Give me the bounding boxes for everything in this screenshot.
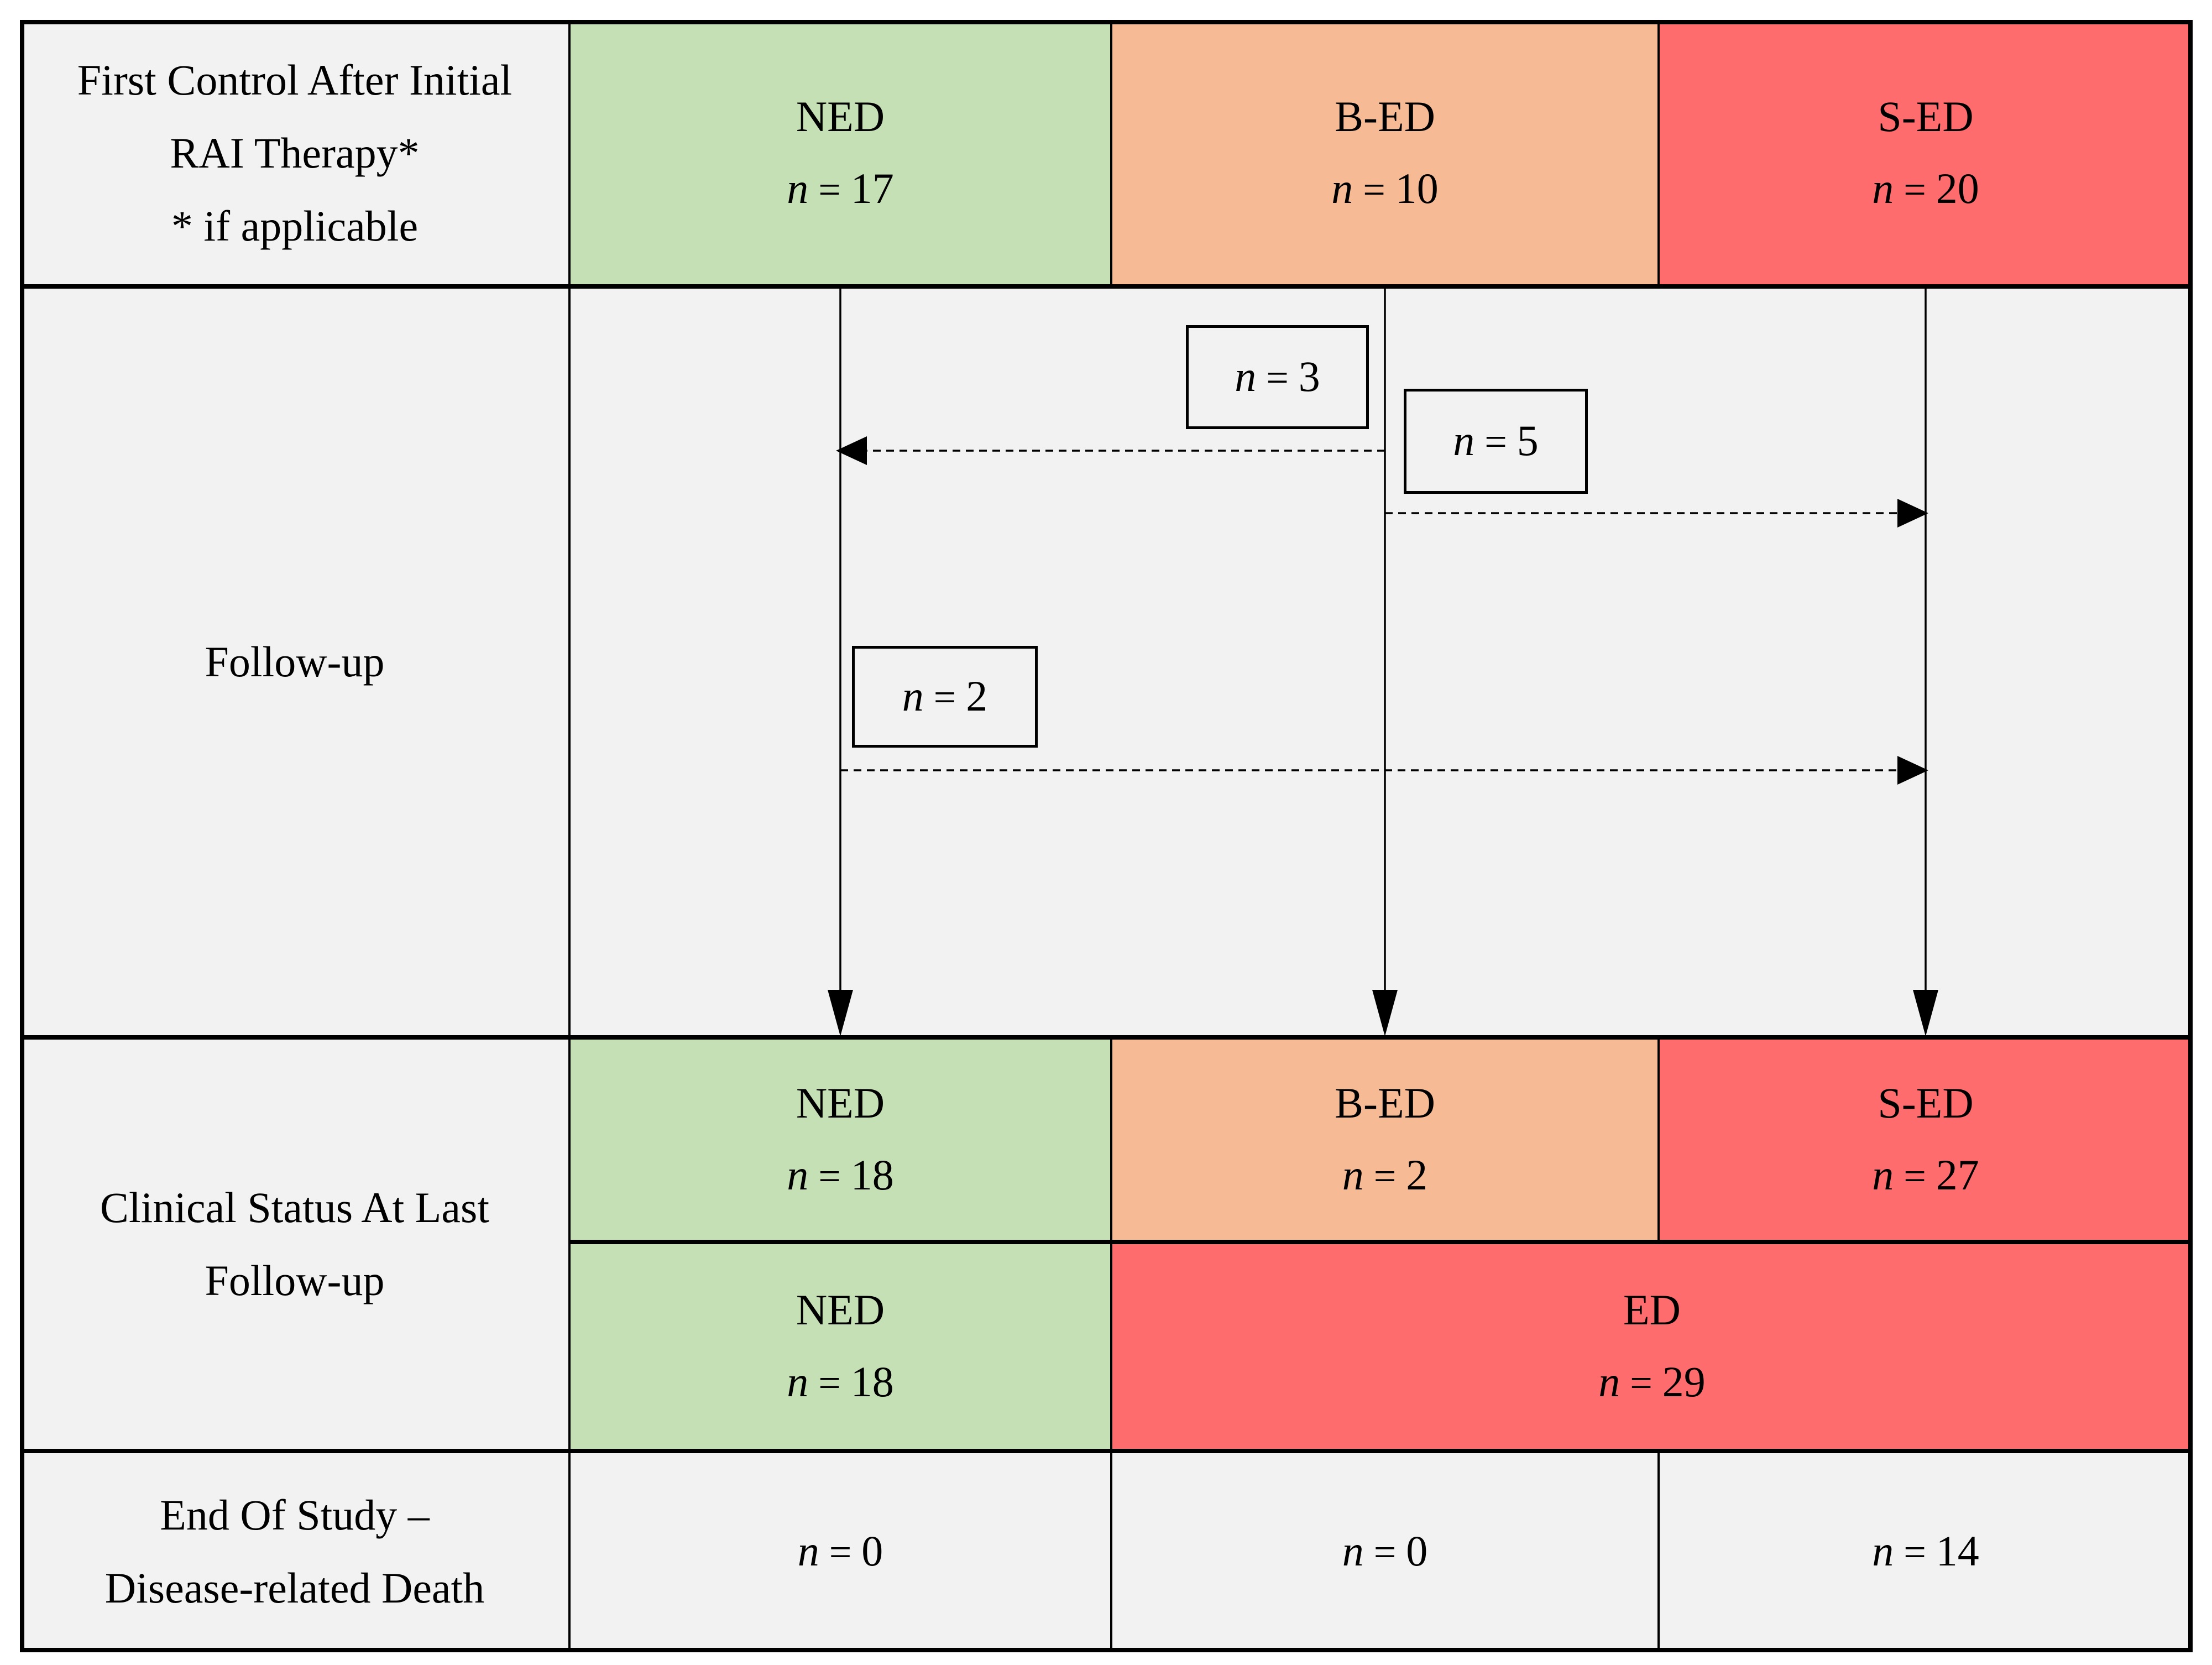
cell-title: NED <box>796 92 885 140</box>
cell-title: ED <box>1623 1286 1681 1334</box>
label-line: Follow-up <box>205 1256 385 1304</box>
cell-count: n=20 <box>1872 164 1979 212</box>
label-first-control: First Control After Initial RAI Therapy*… <box>20 20 569 286</box>
cell-title: S-ED <box>1878 92 1974 140</box>
column-divider-lines <box>568 20 1660 1652</box>
transition-box-bed-to-sed: n=5 <box>1404 389 1588 494</box>
cell-count: n=29 <box>1598 1358 1706 1406</box>
label-line: Clinical Status At Last <box>100 1183 490 1231</box>
cell-death-ned: n=0 <box>797 1527 883 1575</box>
label-follow-up: Follow-up <box>205 638 385 686</box>
cell-count: n=27 <box>1872 1151 1979 1199</box>
label-line: First Control After Initial <box>77 56 513 104</box>
cell-first-control-bed: B-ED n=10 <box>1111 20 1659 286</box>
transition-arrowhead-icons <box>836 436 1928 785</box>
cell-last-status-sed: S-ED n=27 <box>1659 1037 2193 1242</box>
label-end-of-study: End Of Study – Disease-related Death <box>20 1451 569 1652</box>
label-clinical-status: Clinical Status At Last Follow-up <box>20 1037 569 1451</box>
cell-death-sed: n=14 <box>1872 1527 1979 1575</box>
cell-title: NED <box>796 1079 885 1127</box>
cell-first-control-ned: NED n=17 <box>569 20 1111 286</box>
label-line: Disease-related Death <box>104 1564 485 1612</box>
transition-box-bed-to-ned: n=3 <box>1186 325 1369 429</box>
cell-last-status-ned-total: NED n=18 <box>569 1242 1111 1451</box>
label-line: RAI Therapy* <box>170 129 420 177</box>
cell-title: NED <box>796 1286 885 1334</box>
cell-count: n=18 <box>787 1358 894 1406</box>
cell-death-bed: n=0 <box>1342 1527 1428 1575</box>
cell-count: n=18 <box>787 1151 894 1199</box>
label-line: End Of Study – <box>160 1491 430 1539</box>
vertical-flow-arrows <box>839 289 1927 992</box>
down-arrowhead-icons <box>828 990 1938 1036</box>
transition-box-ned-to-sed: n=2 <box>852 646 1038 748</box>
cell-count: n=17 <box>787 164 894 212</box>
cell-title: B-ED <box>1335 1079 1435 1127</box>
cell-title: S-ED <box>1878 1079 1974 1127</box>
cell-count: n=2 <box>1342 1151 1428 1199</box>
row-divider-lines <box>20 284 2193 1453</box>
table-outer-border <box>20 20 2193 1652</box>
cell-last-status-ed-total: ED n=29 <box>1111 1242 2193 1451</box>
cell-title: B-ED <box>1335 92 1435 140</box>
label-line: * if applicable <box>171 202 419 250</box>
cell-last-status-bed: B-ED n=2 <box>1111 1037 1659 1242</box>
transition-arrows <box>840 450 1901 771</box>
cell-count: n=10 <box>1331 164 1439 212</box>
cell-last-status-ned: NED n=18 <box>569 1037 1111 1242</box>
cell-first-control-sed: S-ED n=20 <box>1659 20 2193 286</box>
